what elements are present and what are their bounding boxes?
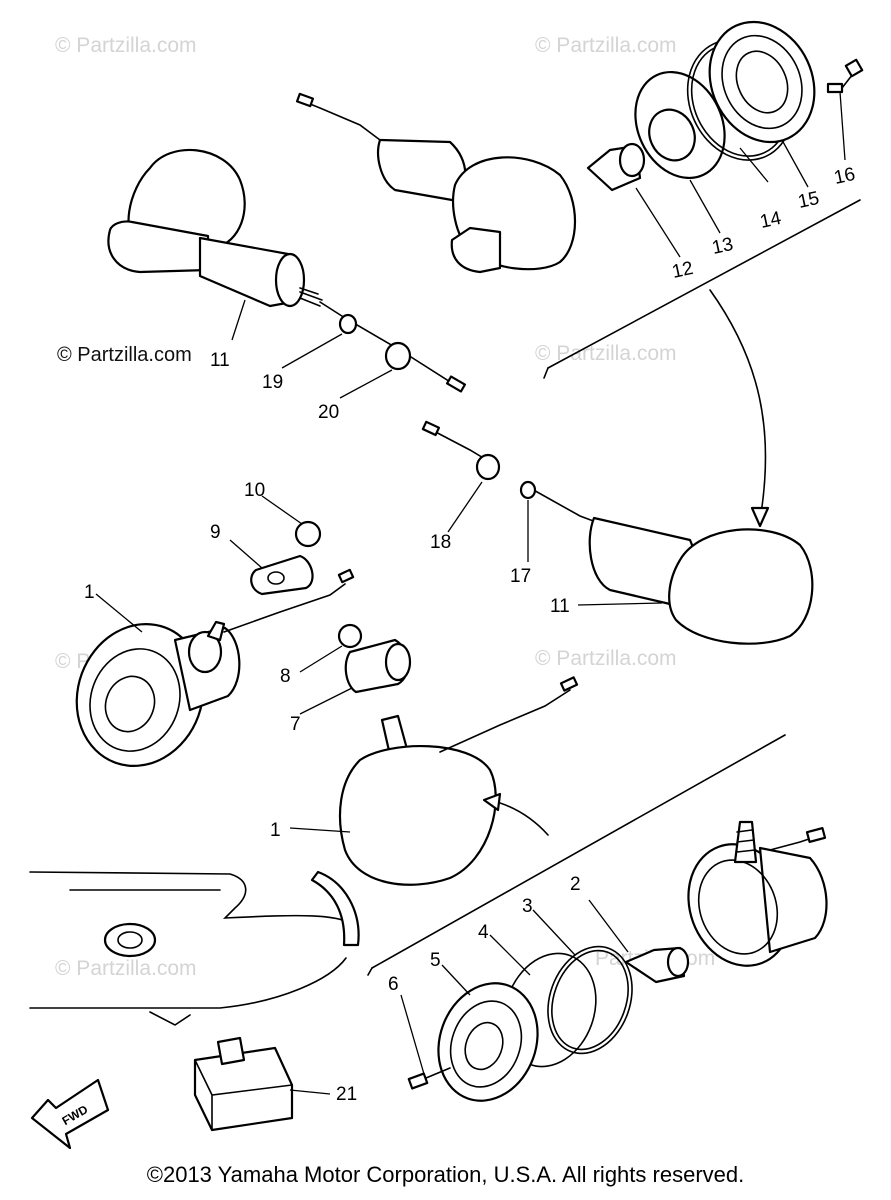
nut-10: [294, 520, 322, 548]
bracket-end-lower: [367, 967, 373, 976]
callout-12: 12: [670, 258, 695, 283]
callout-5: 5: [430, 950, 441, 971]
watermark-mid-right: © Partzilla.com: [535, 342, 677, 365]
callout-14: 14: [758, 208, 783, 233]
flasher-relay-21: [193, 1036, 294, 1132]
watermark-top-right: © Partzilla.com: [535, 34, 677, 57]
reflector-13: [634, 70, 726, 180]
cap-9: [250, 554, 314, 596]
watermark-top-left: © Partzilla.com: [55, 34, 197, 57]
bulb-2: [624, 946, 690, 984]
turn-signal-center: [338, 676, 579, 886]
callout-19: 19: [262, 372, 283, 393]
nut-8: [337, 623, 363, 649]
watermark-lower-right: © Partzilla.com: [535, 647, 677, 670]
watermark-bottom-left: © Partzilla.com: [55, 957, 197, 980]
turn-signal-housing-lower-right: [687, 820, 828, 967]
callout-6: 6: [388, 974, 399, 995]
grommet-20: [384, 341, 412, 371]
bulb-12: [586, 142, 646, 192]
fwd-arrow: FWD: [30, 1078, 110, 1150]
arrow-lower-head: [482, 792, 502, 812]
arrow-upper-head: [750, 506, 770, 528]
frame-section: [29, 870, 360, 1026]
turn-signal-upper-left: [107, 148, 467, 393]
callout-11-upper: 11: [210, 350, 230, 371]
washer-17: [519, 480, 537, 500]
ring-3: [547, 945, 633, 1055]
callout-15: 15: [796, 188, 821, 213]
lens-15: [708, 20, 816, 144]
screw-6: [407, 1067, 451, 1090]
leader-lines: [95, 91, 846, 1095]
bracket-line-upper: [547, 199, 861, 369]
callout-17: 17: [510, 566, 531, 587]
turn-signal-left-round: [75, 568, 355, 768]
callout-10: 10: [244, 480, 265, 501]
bracket-end-upper: [543, 367, 549, 379]
callout-9: 9: [210, 522, 221, 543]
callout-3: 3: [522, 896, 533, 917]
callout-21: 21: [336, 1084, 357, 1105]
callout-18: 18: [430, 532, 451, 553]
copyright-notice: ©2013 Yamaha Motor Corporation, U.S.A. A…: [146, 1162, 745, 1187]
exploded-view-svg: © Partzilla.com © Partzilla.com © Partzi…: [29, 20, 864, 1150]
turn-signal-right-middle: [421, 420, 814, 645]
callout-4: 4: [478, 922, 489, 943]
bracket-line-lower: [371, 734, 786, 969]
callout-11-middle: 11: [550, 596, 570, 617]
callout-20: 20: [318, 402, 339, 423]
callout-8: 8: [280, 666, 291, 687]
washer-19: [338, 313, 358, 335]
bracket-7: [344, 638, 412, 694]
callout-numbers: 1 1 2 3 4 5 6 7 8 9 10 11 11 12 13 14 15…: [84, 164, 857, 1105]
callout-1-left: 1: [84, 582, 95, 603]
ring-3-inner: [551, 949, 629, 1051]
grommet-18: [475, 453, 501, 481]
callout-7: 7: [290, 714, 301, 735]
arrow-upper: [709, 289, 767, 521]
callout-1-center: 1: [270, 820, 281, 841]
screw-16: [826, 58, 864, 94]
callout-2: 2: [570, 874, 581, 895]
lens-5: [437, 982, 539, 1102]
watermark-dark: © Partzilla.com: [57, 344, 192, 366]
turn-signal-upper-middle: [295, 92, 576, 274]
callout-16: 16: [832, 164, 857, 189]
callout-13: 13: [710, 234, 735, 259]
